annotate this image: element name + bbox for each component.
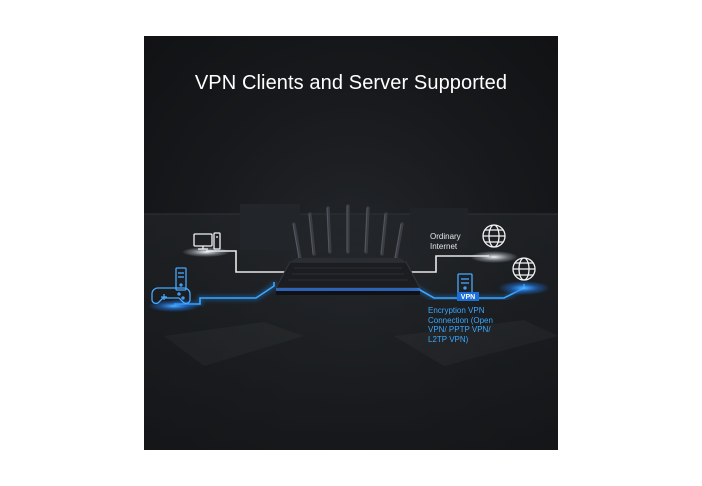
globe-icon <box>512 257 536 281</box>
vpn-tag-text: VPN <box>461 294 475 301</box>
server-icon <box>175 267 187 291</box>
encryption-line: L2TP VPN) <box>428 334 469 344</box>
gamepad-icon <box>151 287 191 305</box>
vpn-internet-glow <box>498 281 550 295</box>
ordinary-internet-line: Ordinary <box>430 232 461 241</box>
page-title: VPN Clients and Server Supported <box>194 72 508 94</box>
encryption-line: VPN/ PPTP VPN/ <box>428 325 491 334</box>
product-banner: VPN VPN Clients and Server Supported Ord… <box>144 36 558 450</box>
router-icon <box>275 204 421 295</box>
encryption-line: Encryption VPN <box>428 306 485 315</box>
vpn-tag <box>457 292 479 301</box>
ordinary-internet-label: Ordinary Internet <box>430 232 461 251</box>
ordinary-internet-line: Internet <box>430 241 458 251</box>
desktop-computer-icon <box>193 232 221 250</box>
floor-surface <box>144 214 558 450</box>
gamepad-glow <box>148 300 200 312</box>
network-illustration: VPN <box>144 204 558 450</box>
encryption-vpn-label: Encryption VPN Connection (Open VPN/ PPT… <box>428 306 493 344</box>
link-router-internet <box>406 255 489 273</box>
background-block-right <box>410 208 468 248</box>
encryption-line: Connection (Open <box>428 315 493 325</box>
background-block-left <box>240 204 300 250</box>
globe-icon <box>482 224 506 248</box>
internet-glow <box>470 251 518 263</box>
